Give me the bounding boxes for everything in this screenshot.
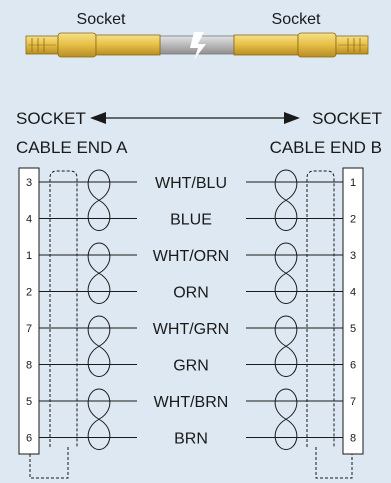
arrow-left-head — [90, 112, 106, 124]
twist-loop-b — [274, 169, 298, 232]
wire-label: WHT/BRN — [154, 394, 229, 411]
wire-row: 6 8 BRN — [26, 431, 356, 448]
shield-end-a — [29, 170, 78, 479]
wire-row: 4 2 BLUE — [26, 212, 356, 229]
pin-number-b: 4 — [350, 287, 356, 299]
wire-label: GRN — [173, 358, 209, 375]
twist-loop-b — [274, 242, 298, 305]
pin-number-b: 7 — [350, 396, 356, 408]
arrow-right-head — [284, 112, 300, 124]
pin-number-a: 6 — [26, 433, 32, 445]
shield-end-b — [306, 170, 353, 479]
wire-label: ORN — [173, 285, 209, 302]
wire-row: 5 7 WHT/BRN — [26, 388, 356, 451]
twist-loop-a — [87, 388, 111, 451]
twist-loop-a — [87, 242, 111, 305]
pin-number-b: 5 — [350, 323, 356, 335]
pin-number-a: 1 — [26, 250, 32, 262]
socket-left-label: SOCKET — [16, 109, 86, 128]
pin-number-a: 5 — [26, 396, 32, 408]
wire-row: 1 3 WHT/ORN — [26, 242, 356, 305]
twist-loop-a — [87, 315, 111, 378]
cable-illustration — [25, 32, 369, 60]
cable-end-a-label: CABLE END A — [16, 138, 128, 157]
pin-number-b: 6 — [350, 360, 356, 372]
wire-row: 3 1 WHT/BLU — [26, 169, 356, 232]
wire-label: WHT/GRN — [153, 321, 229, 338]
pin-number-b: 1 — [350, 177, 356, 189]
end-b-pin-block — [342, 167, 364, 455]
wire-row: 8 6 GRN — [26, 358, 356, 375]
wire-label: WHT/ORN — [153, 248, 229, 265]
pin-number-b: 8 — [350, 433, 356, 445]
cable-end-b-label: CABLE END B — [270, 138, 382, 157]
wire-row: 2 4 ORN — [26, 285, 356, 302]
pin-number-a: 4 — [26, 214, 32, 226]
left-connector-label: Socket — [77, 11, 126, 28]
socket-right-label: SOCKET — [312, 109, 382, 128]
pin-number-b: 3 — [350, 250, 356, 262]
pin-number-a: 2 — [26, 287, 32, 299]
wire-label: BRN — [174, 431, 208, 448]
left-connector-plug — [25, 32, 161, 58]
wire-row: 7 5 WHT/GRN — [26, 315, 356, 378]
right-connector-label: Socket — [272, 11, 321, 28]
double-arrow — [90, 112, 300, 124]
pin-number-a: 3 — [26, 177, 32, 189]
twist-loop-b — [274, 388, 298, 451]
wire-label: WHT/BLU — [155, 175, 227, 192]
wire-label: BLUE — [170, 212, 212, 229]
pin-number-a: 7 — [26, 323, 32, 335]
twist-loop-b — [274, 315, 298, 378]
right-connector-plug — [233, 32, 369, 58]
pin-number-b: 2 — [350, 214, 356, 226]
cable-break-mark — [190, 32, 206, 60]
end-a-pin-block — [18, 167, 40, 455]
pin-number-a: 8 — [26, 360, 32, 372]
twist-loop-a — [87, 169, 111, 232]
